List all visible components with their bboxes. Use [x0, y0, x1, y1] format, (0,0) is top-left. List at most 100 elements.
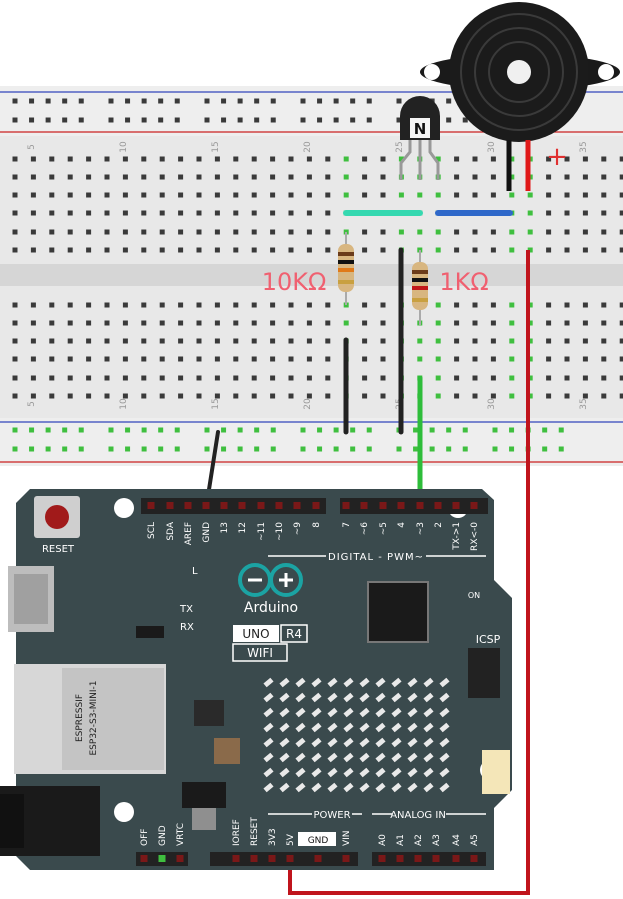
breadboard-hole: [306, 338, 312, 344]
rail-hole: [204, 98, 210, 104]
breadboard-hole: [233, 338, 239, 344]
regulator-tab: [192, 808, 216, 830]
rail-hole: [270, 446, 276, 452]
breadboard-hole: [159, 192, 165, 198]
matrix-led: [423, 767, 434, 778]
breadboard-hole: [490, 302, 496, 308]
rail-hole: [254, 446, 260, 452]
breadboard-hole: [178, 229, 184, 235]
breadboard-hole: [472, 320, 478, 326]
breadboard-hole: [490, 174, 496, 180]
breadboard-hole: [251, 192, 257, 198]
rail-hole: [413, 446, 419, 452]
header-pin: [250, 855, 258, 862]
matrix-led: [327, 737, 338, 748]
breadboard-hole: [159, 338, 165, 344]
matrix-led: [423, 752, 434, 763]
rail-hole: [350, 446, 356, 452]
header-pin: [147, 502, 155, 509]
breadboard-hole: [30, 210, 36, 216]
breadboard-hole: [306, 320, 312, 326]
breadboard-hole: [141, 192, 147, 198]
rail-hole: [317, 98, 323, 104]
breadboard-hole: [343, 156, 349, 162]
breadboard-hole: [49, 302, 55, 308]
breadboard-hole: [472, 247, 478, 253]
top-pin-label: 13: [220, 522, 230, 533]
bottom-pin-label: A2: [414, 834, 424, 846]
breadboard-hole: [417, 338, 423, 344]
breadboard-hole: [454, 320, 460, 326]
top-header-right: [340, 498, 488, 514]
breadboard-hole: [67, 338, 73, 344]
buzzer-center: [507, 60, 531, 84]
breadboard-hole: [141, 156, 147, 162]
breadboard-hole: [490, 393, 496, 399]
breadboard-hole: [86, 302, 92, 308]
top-pin-label: ~10: [275, 522, 285, 541]
breadboard-hole: [159, 375, 165, 381]
breadboard-hole: [178, 393, 184, 399]
breadboard-hole: [196, 229, 202, 235]
breadboard-hole: [141, 174, 147, 180]
rail-hole: [366, 98, 372, 104]
breadboard-hole: [509, 356, 515, 362]
breadboard-hole: [601, 229, 607, 235]
breadboard-hole: [564, 375, 570, 381]
header-pin: [314, 855, 322, 862]
breadboard-hole: [509, 229, 515, 235]
matrix-led: [391, 767, 402, 778]
breadboard-hole: [472, 356, 478, 362]
header-pin: [238, 502, 246, 509]
rail-hole: [396, 446, 402, 452]
matrix-led: [311, 767, 322, 778]
breadboard-hole: [435, 356, 441, 362]
breadboard-hole: [619, 210, 623, 216]
rail-hole: [62, 427, 68, 433]
matrix-led: [295, 692, 306, 703]
breadboard-hole: [325, 302, 331, 308]
breadboard-hole: [362, 320, 368, 326]
rail-hole: [300, 117, 306, 123]
rail-hole: [270, 427, 276, 433]
breadboard-hole: [159, 302, 165, 308]
breadboard-hole: [362, 393, 368, 399]
small-ic-2: [136, 626, 164, 638]
reset-button-cap[interactable]: [45, 505, 69, 529]
mcu-chip: [367, 581, 429, 643]
rail-hole: [396, 117, 402, 123]
header-pin: [286, 855, 294, 862]
breadboard-hole: [12, 229, 18, 235]
breadboard-hole: [233, 247, 239, 253]
breadboard-hole: [159, 229, 165, 235]
breadboard-hole: [214, 320, 220, 326]
breadboard-hole: [214, 393, 220, 399]
column-number: 25: [395, 141, 405, 152]
breadboard-hole: [582, 156, 588, 162]
rail-hole: [221, 117, 227, 123]
usb-connector-inner: [14, 574, 48, 624]
breadboard-hole: [196, 375, 202, 381]
rail-hole: [174, 446, 180, 452]
matrix-led: [423, 722, 434, 733]
rail-hole: [174, 427, 180, 433]
breadboard-hole: [86, 156, 92, 162]
breadboard-hole: [196, 156, 202, 162]
breadboard-hole: [490, 338, 496, 344]
matrix-led: [295, 752, 306, 763]
breadboard-hole: [67, 356, 73, 362]
breadboard-hole: [362, 174, 368, 180]
resistor-10k-band-4: [338, 280, 354, 284]
rail-hole: [429, 427, 435, 433]
breadboard-hole: [12, 192, 18, 198]
breadboard-hole: [67, 302, 73, 308]
rail-hole: [317, 446, 323, 452]
breadboard-hole: [490, 375, 496, 381]
resistor-10k-band-1: [338, 252, 354, 256]
rail-hole: [446, 117, 452, 123]
rail-hole: [141, 98, 147, 104]
breadboard-hole: [546, 356, 552, 362]
breadboard-hole: [546, 338, 552, 344]
